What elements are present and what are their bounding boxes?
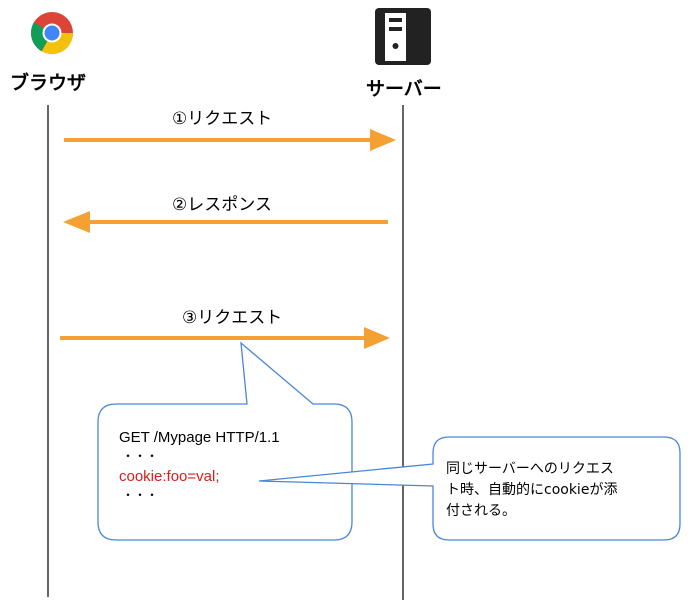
server-label: サーバー [366,78,442,100]
browser-label: ブラウザ [10,72,87,94]
cookie-header-line: cookie:foo=val; [119,468,220,485]
chrome-icon [30,12,74,55]
request-line: GET /Mypage HTTP/1.1 [119,429,280,446]
server-icon [375,8,431,65]
response-arrow [63,211,388,233]
note-line-3: 付される。 [446,503,516,519]
message-label-3: ③リクエスト [182,308,283,328]
note-line-1: 同じサーバーへのリクエス [446,461,614,477]
message-label-1: ①リクエスト [172,109,273,129]
request-speech-bubble [97,341,353,541]
note-callout [258,436,681,541]
ellipsis-dots: ・・・ [122,449,159,463]
request-arrow-1 [64,129,396,151]
request-arrow-3 [60,327,390,349]
message-label-2: ②レスポンス [172,195,272,215]
note-line-2: ト時、自動的にcookieが添 [446,482,618,498]
ellipsis-dots: ・・・ [122,488,159,502]
